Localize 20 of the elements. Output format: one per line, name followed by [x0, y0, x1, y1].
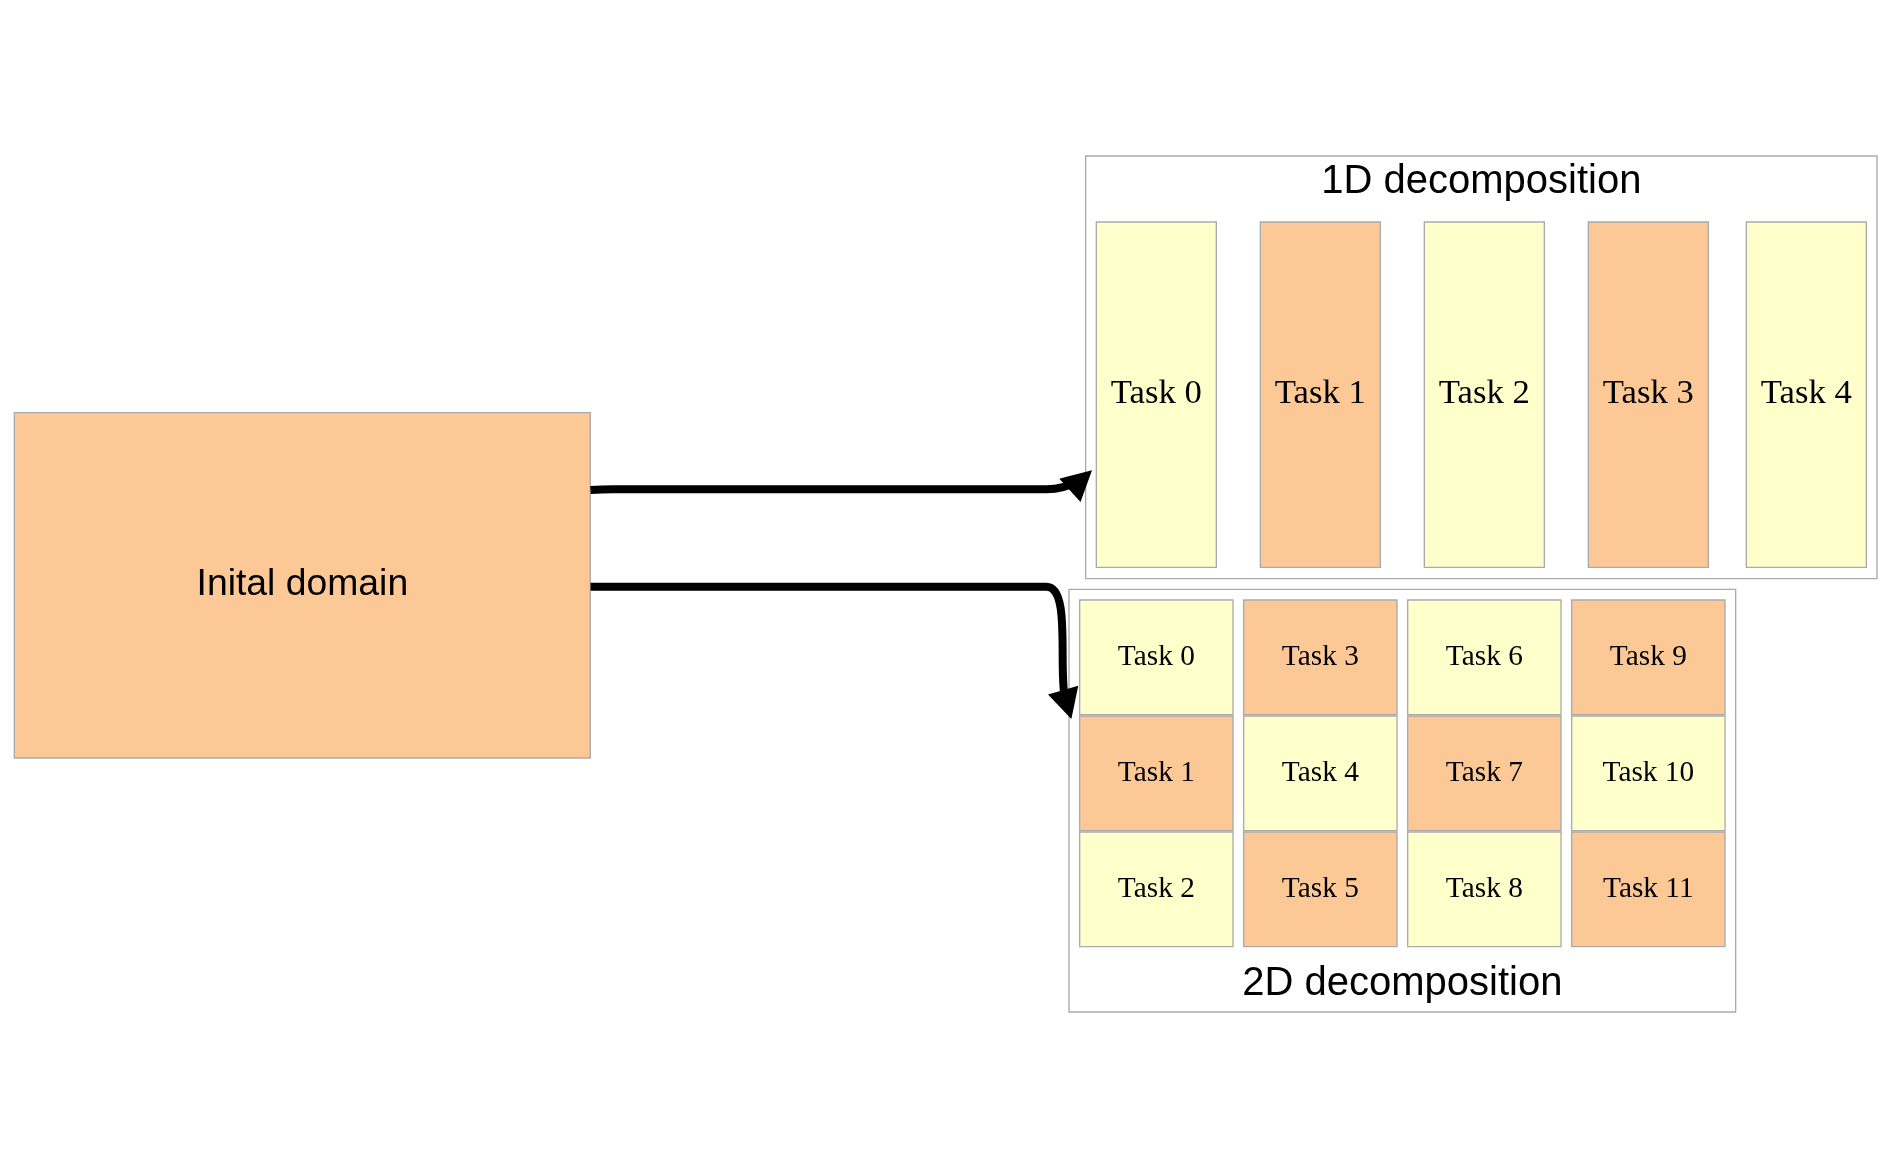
node-box: Task 11: [1571, 831, 1726, 948]
node-box: Task 3: [1243, 599, 1398, 716]
node-box: Task 1: [1079, 715, 1234, 832]
node-box: Task 3: [1587, 221, 1709, 568]
node-box: Task 7: [1407, 715, 1562, 832]
node-box: Task 4: [1243, 715, 1398, 832]
node-box: Task 2: [1079, 831, 1234, 948]
node-box: Task 9: [1571, 599, 1726, 716]
arrow: [590, 470, 1093, 502]
arrow: [590, 582, 1079, 719]
node-box: Task 2: [1423, 221, 1545, 568]
node-box: Task 0: [1079, 599, 1234, 716]
node-box: Task 6: [1407, 599, 1562, 716]
node-box: Task 0: [1095, 221, 1217, 568]
node-box: Task 10: [1571, 715, 1726, 832]
node-box: Inital domain: [13, 412, 591, 759]
node-box: Task 8: [1407, 831, 1562, 948]
node-box: Task 1: [1259, 221, 1381, 568]
node-box: Task 4: [1745, 221, 1867, 568]
node-box: Task 5: [1243, 831, 1398, 948]
